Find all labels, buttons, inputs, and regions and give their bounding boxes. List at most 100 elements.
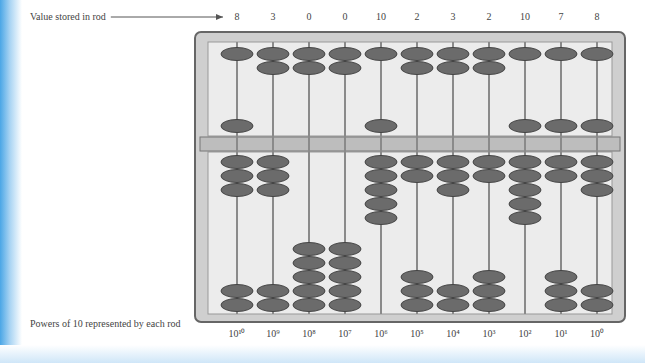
abacus-bead (473, 156, 505, 169)
abacus-bead (257, 285, 289, 298)
abacus-bead (293, 62, 325, 75)
rod-value: 2 (415, 11, 420, 23)
abacus-bead (329, 48, 361, 61)
abacus-rod (365, 42, 397, 314)
abacus-rod (509, 42, 541, 314)
axis-caption: Powers of 10 represented by each rod (30, 318, 190, 330)
abacus-bead (293, 48, 325, 61)
abacus-bead (329, 299, 361, 312)
rod-value: 3 (451, 11, 456, 23)
abacus-bead (401, 170, 433, 183)
abacus-bead (293, 243, 325, 256)
abacus-bead (257, 48, 289, 61)
slide-band (0, 345, 645, 363)
abacus-bead (473, 48, 505, 61)
abacus-bead (437, 156, 469, 169)
abacus-bead (365, 170, 397, 183)
abacus-rod (437, 42, 469, 314)
power-label: 10⁴ (446, 328, 460, 340)
power-label: 10¹⁰ (229, 328, 246, 340)
abacus-bead (329, 257, 361, 270)
power-label: 10² (519, 328, 532, 340)
abacus-rod (401, 42, 433, 314)
abacus-bead (221, 156, 253, 169)
abacus-bead (545, 271, 577, 284)
abacus-bead (473, 299, 505, 312)
rod-value: 0 (343, 11, 348, 23)
abacus-rod (293, 42, 325, 314)
power-label: 10⁵ (410, 328, 424, 340)
abacus-bead (257, 62, 289, 75)
abacus-bead (545, 170, 577, 183)
abacus-bead (509, 156, 541, 169)
abacus-bead (437, 62, 469, 75)
abacus-bead (545, 48, 577, 61)
power-label: 10⁸ (302, 328, 316, 340)
abacus-bead (365, 198, 397, 211)
power-label: 10⁰ (590, 328, 604, 340)
abacus-bead (401, 299, 433, 312)
abacus-rod (545, 42, 577, 314)
abacus-bead (257, 156, 289, 169)
abacus-bead (473, 170, 505, 183)
abacus-bead (365, 156, 397, 169)
abacus-rod (257, 42, 289, 314)
abacus-bead (221, 285, 253, 298)
abacus-bead (473, 285, 505, 298)
abacus-bead (401, 156, 433, 169)
abacus-bead (221, 299, 253, 312)
abacus-bead (437, 184, 469, 197)
abacus-bead (581, 299, 613, 312)
abacus-bead (509, 198, 541, 211)
abacus-bead (401, 285, 433, 298)
abacus-bead (509, 170, 541, 183)
abacus-bead (365, 184, 397, 197)
abacus-frame (195, 32, 625, 322)
upper-deck (208, 42, 612, 136)
abacus-bead (581, 48, 613, 61)
abacus-bead (581, 170, 613, 183)
rod-value: 8 (235, 11, 240, 23)
abacus-bead (401, 62, 433, 75)
abacus-bead (437, 48, 469, 61)
abacus-bead (401, 271, 433, 284)
power-label: 10⁶ (374, 328, 388, 340)
abacus-bead (581, 120, 613, 133)
abacus-bead (329, 285, 361, 298)
power-label: 10¹ (555, 328, 568, 340)
abacus-rod (221, 42, 253, 314)
abacus-bead (293, 257, 325, 270)
abacus-bead (221, 184, 253, 197)
abacus-bead (365, 120, 397, 133)
axis-caption: Value stored in rod (30, 11, 106, 23)
abacus-bead (581, 156, 613, 169)
abacus-bead (545, 156, 577, 169)
abacus-bead (257, 170, 289, 183)
rod-value: 0 (307, 11, 312, 23)
abacus-rod (329, 42, 361, 314)
abacus-bead (545, 120, 577, 133)
abacus-bead (581, 285, 613, 298)
abacus-bead (221, 120, 253, 133)
abacus-bead (473, 62, 505, 75)
rod-value: 10 (520, 11, 530, 23)
abacus-bead (473, 271, 505, 284)
abacus-rod (581, 42, 613, 314)
rod-value: 2 (487, 11, 492, 23)
abacus-bead (293, 285, 325, 298)
abacus-bead (329, 243, 361, 256)
abacus-bead (437, 170, 469, 183)
reckoning-bar (200, 137, 620, 151)
power-label: 10⁷ (338, 328, 352, 340)
leader-arrow (111, 17, 223, 18)
abacus-bead (401, 48, 433, 61)
abacus-bead (365, 212, 397, 225)
power-label: 10³ (483, 328, 496, 340)
rod-value: 10 (376, 11, 386, 23)
rod-value: 3 (271, 11, 276, 23)
abacus-bead (545, 285, 577, 298)
abacus-bead (437, 299, 469, 312)
rod-value: 8 (595, 11, 600, 23)
abacus-bead (365, 48, 397, 61)
